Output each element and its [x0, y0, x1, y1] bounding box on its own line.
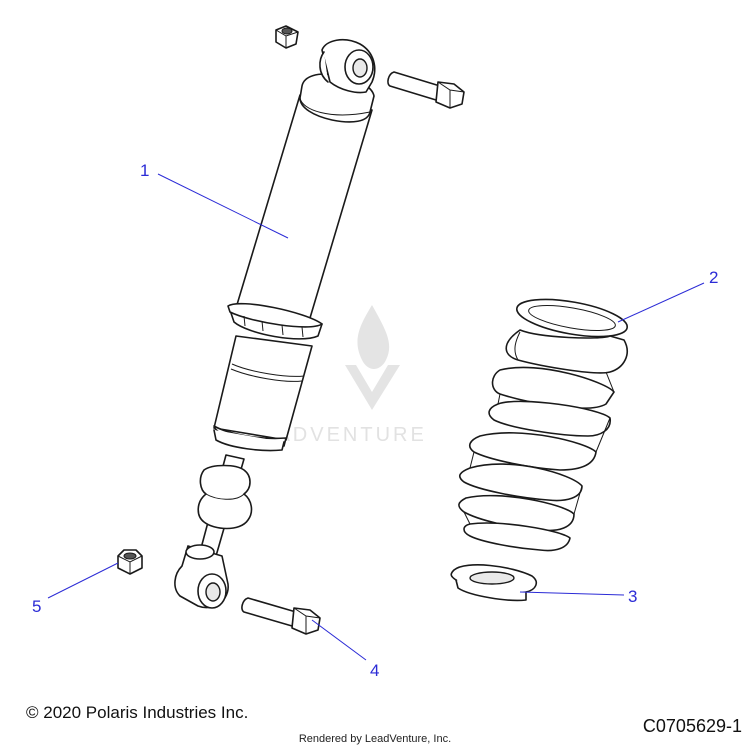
spring-retainer[interactable] [450, 564, 538, 602]
upper-bolt[interactable] [387, 71, 465, 109]
diagram-code: C0705629-1 [642, 716, 742, 736]
watermark-text: LEADVENTURE [246, 424, 427, 446]
callout-1: 1 [140, 161, 149, 180]
rendered-by-text: Rendered by LeadVenture, Inc. [298, 733, 452, 745]
lower-bolt[interactable] [241, 597, 321, 635]
callout-3: 3 [628, 587, 637, 606]
leadventure-watermark-logo: LEADVENTURE [246, 305, 427, 446]
callout-5: 5 [32, 597, 41, 616]
callout-2: 2 [709, 268, 718, 287]
coil-spring[interactable] [458, 293, 630, 552]
leader-line-4 [311, 619, 367, 661]
leader-line-2 [617, 282, 705, 323]
lower-nut[interactable] [117, 549, 143, 575]
leader-line-1 [157, 173, 289, 239]
leader-line-5 [47, 562, 119, 599]
copyright-text: © 2020 Polaris Industries Inc. [26, 703, 249, 722]
leader-line-3 [519, 591, 625, 596]
callout-4: 4 [370, 661, 379, 680]
shock-absorber[interactable] [174, 38, 376, 609]
upper-nut[interactable] [275, 25, 299, 49]
